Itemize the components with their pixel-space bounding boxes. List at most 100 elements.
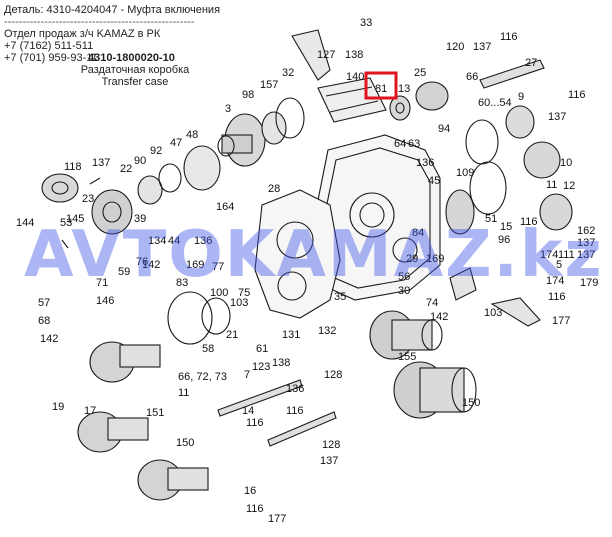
callout-label: 15 (500, 221, 512, 233)
output-flange-23 (91, 189, 133, 235)
callout-label: 28 (268, 183, 280, 195)
differential-lock-15 (89, 341, 161, 383)
callout-label: 116 (548, 291, 566, 303)
callout-label: 131 (282, 329, 300, 341)
callout-label: 16 (244, 485, 256, 497)
assembly-code: 4310-1800020-10 (88, 52, 175, 64)
callout-label: 3 (225, 103, 231, 115)
callout-label: 116 (568, 89, 586, 101)
callout-label: 32 (282, 67, 294, 79)
callout-label: 66 (466, 71, 478, 83)
callout-label: 59 (118, 266, 130, 278)
callout-label: 174 (540, 249, 558, 261)
callout-label: 47 (170, 137, 182, 149)
callout-label: 179 (580, 277, 598, 289)
callout-label: 142 (40, 333, 58, 345)
assembly-name-en: Transfer case (101, 76, 169, 88)
callout-label: 56 (398, 271, 410, 283)
callout-label: 84 (412, 227, 424, 239)
callout-label: 5 (556, 259, 562, 271)
gear-10 (445, 189, 475, 235)
part-title: Деталь: 4310-4204047 - Муфта включения (4, 4, 221, 16)
callout-label: 76 (136, 256, 148, 268)
callout-label: 90 (134, 155, 146, 167)
callout-label: 134 (148, 235, 166, 247)
callout-label: 140 (346, 71, 364, 83)
callout-label: 177 (268, 513, 286, 525)
callout-label: 103 (230, 297, 248, 309)
callout-label: 151 (146, 407, 164, 419)
sliding-clutch-assembly-81 (389, 95, 411, 121)
callout-label: 11 (178, 387, 189, 399)
differential-lock-16 (137, 459, 209, 501)
callout-label: 74 (426, 297, 438, 309)
callout-label: 136 (194, 235, 212, 247)
callout-label: 64 (394, 138, 406, 150)
callout-label: 51 (485, 213, 497, 225)
bearing-9 (505, 105, 535, 139)
callout-label: 39 (134, 213, 146, 225)
seal-90 (158, 163, 182, 193)
callout-label: 150 (462, 397, 480, 409)
callout-label: 7 (244, 369, 250, 381)
callout-label: 53 (60, 217, 72, 229)
callout-label: 12 (563, 180, 575, 192)
callout-label: 10 (560, 157, 572, 169)
callout-label: 131 (0, 0, 18, 3)
callout-label: 48 (186, 129, 198, 141)
callout-label: 150 (176, 437, 194, 449)
callout-label: 92 (150, 145, 162, 157)
callout-label: 144 (16, 217, 34, 229)
callout-label: 142 (142, 259, 160, 271)
callout-label: 27 (525, 57, 537, 69)
callout-label: 71 (96, 277, 108, 289)
shift-fork-68 (490, 297, 541, 327)
cover-48 (183, 145, 221, 191)
callout-label: 127 (317, 49, 335, 61)
callout-label: 35 (334, 291, 346, 303)
coupling-25 (415, 81, 449, 111)
callout-label: 137 (548, 111, 566, 123)
callout-label: 137 (577, 237, 595, 249)
callout-label: 60...54 (478, 97, 512, 109)
output-flange-22 (41, 173, 79, 203)
header-divider: ----------------------------------------… (4, 16, 195, 28)
output-shaft-11 (393, 361, 477, 419)
callout-label: 137 (577, 249, 595, 261)
callout-label: 9 (518, 91, 524, 103)
callout-label: 22 (120, 163, 132, 175)
callout-label: 23 (82, 193, 94, 205)
differential-lock-14 (77, 411, 149, 453)
callout-label: 14 (242, 405, 254, 417)
callout-label: 136 (416, 157, 434, 169)
phone-number-1: +7 (7162) 511-511 (4, 40, 94, 52)
callout-label: 138 (345, 49, 363, 61)
callout-label: 142 (430, 311, 448, 323)
callout-label: 136 (286, 383, 304, 395)
callout-label: 177 (552, 315, 570, 327)
callout-label: 137 (320, 455, 338, 467)
shaft-27 (479, 59, 545, 89)
callout-label: 132 (318, 325, 336, 337)
assembly-name-ru: Раздаточная коробка (80, 64, 190, 76)
phone-number-2: +7 (701) 959-93-11 (4, 52, 98, 64)
callout-label: 25 (414, 67, 426, 79)
callout-label: 137 (473, 41, 491, 53)
callout-label: 81 (375, 83, 387, 95)
callout-label: 116 (520, 216, 538, 228)
callout-label: 75 (238, 287, 250, 299)
intermediate-gear-7 (369, 310, 443, 360)
seal-ring-157 (275, 97, 305, 139)
callout-label: 138 (272, 357, 290, 369)
callout-label: 68 (38, 315, 50, 327)
callout-label: 162 (577, 225, 595, 237)
callout-label: 83 (176, 277, 188, 289)
callout-label: 111 (558, 249, 575, 261)
shift-rod-17 (267, 411, 337, 447)
callout-label: 58 (202, 343, 214, 355)
ring-94 (465, 119, 499, 165)
shift-fork-142 (449, 267, 477, 301)
callout-label: 13 (398, 83, 410, 95)
